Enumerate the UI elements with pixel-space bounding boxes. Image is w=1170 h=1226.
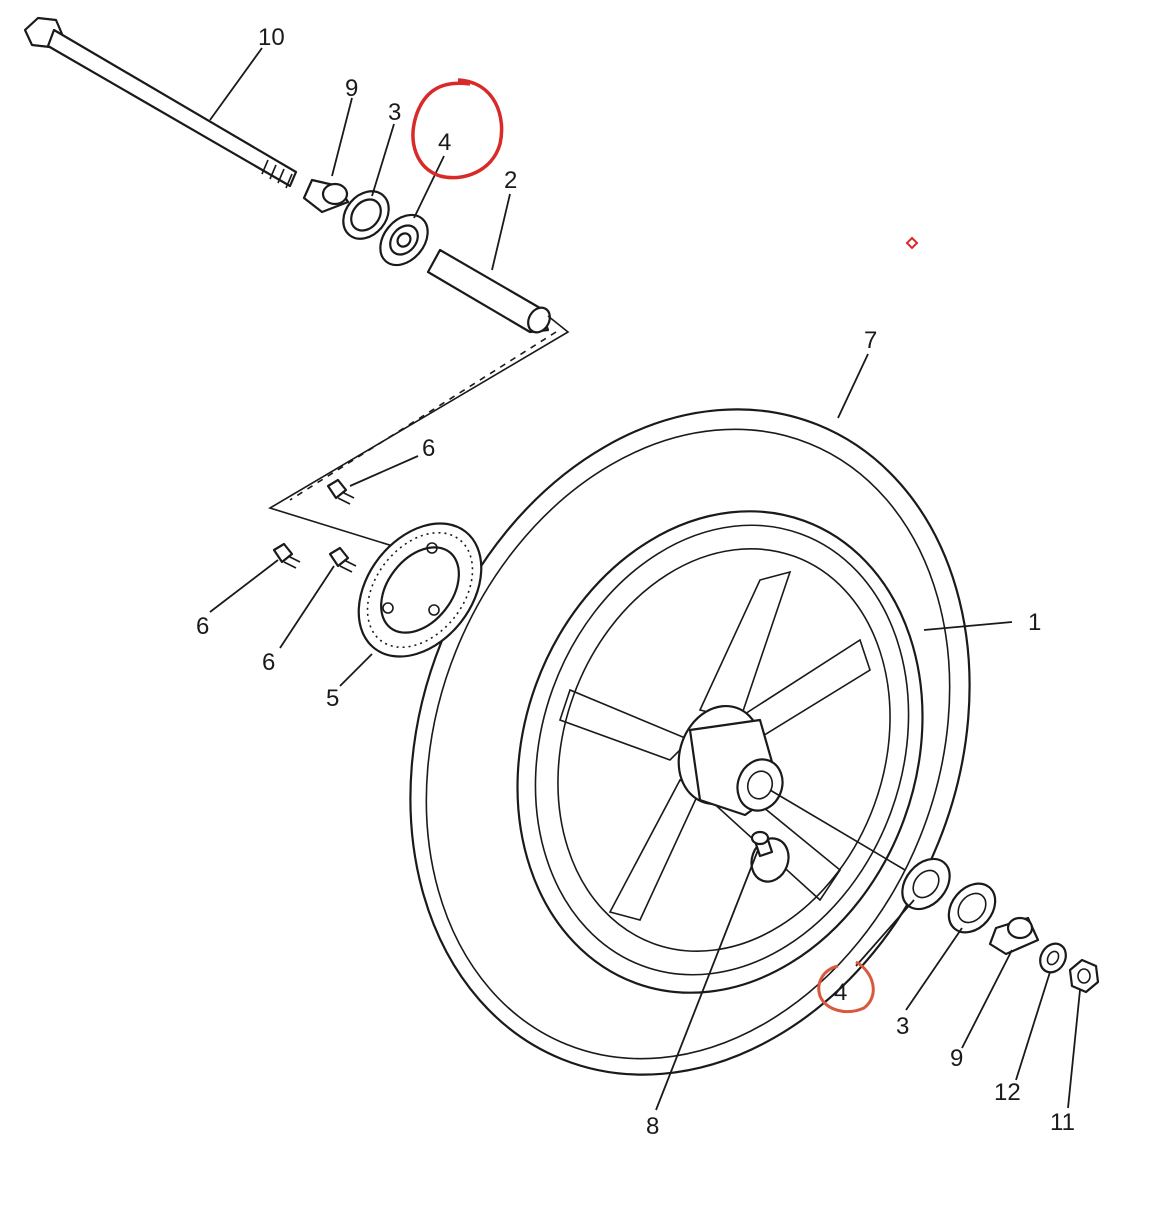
leader-9	[331, 97, 353, 177]
callout-1: 1	[1028, 609, 1041, 636]
oil-seal-upper	[342, 190, 390, 240]
bearing-upper	[379, 213, 429, 267]
bolt-upper	[326, 478, 355, 505]
spacer-tube	[426, 248, 551, 334]
callout-3: 3	[388, 99, 401, 126]
callout-9: 9	[345, 75, 358, 102]
oil-seal-lower	[947, 882, 997, 934]
callout-4-lower: 4	[834, 979, 847, 1006]
leader-4-lower	[855, 899, 915, 967]
valve	[750, 830, 790, 883]
axis-line-right	[769, 789, 906, 871]
sensor-rotor	[357, 522, 483, 658]
collar-lower	[988, 916, 1040, 956]
callout-6-middle: 6	[262, 649, 275, 676]
callout-3-lower: 3	[896, 1013, 909, 1040]
callout-11: 11	[1050, 1109, 1075, 1136]
leader-6-upper	[349, 455, 419, 487]
bracket-line-upper	[268, 315, 570, 561]
leader-10	[209, 47, 263, 121]
leader-1	[923, 621, 1013, 631]
leader-3	[371, 123, 395, 197]
leader-9-lower	[961, 949, 1013, 1049]
highlight-circle-lower	[817, 960, 875, 1013]
callout-6-upper: 6	[422, 435, 435, 462]
leader-2	[491, 193, 511, 271]
washer	[1039, 942, 1067, 974]
callout-12: 12	[994, 1079, 1021, 1106]
callout-2: 2	[504, 167, 517, 194]
wheel-rim	[516, 510, 924, 994]
bolt-middle	[328, 546, 357, 573]
leader-5	[339, 653, 373, 687]
callout-7: 7	[864, 327, 877, 354]
leader-4	[413, 155, 445, 219]
callout-4: 4	[438, 129, 451, 156]
callout-8: 8	[646, 1113, 659, 1140]
dashed-axis-upper	[289, 331, 557, 501]
leader-7	[837, 353, 869, 419]
leader-6-left	[209, 559, 279, 613]
callout-5: 5	[326, 685, 339, 712]
collar-upper	[302, 178, 350, 214]
leader-8	[655, 849, 759, 1111]
bearing-lower	[901, 857, 951, 911]
leader-3-lower	[905, 927, 963, 1011]
leader-11	[1067, 989, 1081, 1109]
callout-9-lower: 9	[950, 1045, 963, 1072]
leader-12	[1015, 971, 1051, 1081]
leader-6-middle	[279, 565, 335, 649]
nut	[1068, 958, 1100, 994]
highlight-circle-upper	[411, 78, 504, 180]
callout-6-left: 6	[196, 613, 209, 640]
axle-bolt	[23, 16, 298, 189]
diamond-marker-icon	[905, 236, 919, 250]
callout-10: 10	[258, 24, 285, 51]
bolt-left	[272, 542, 301, 569]
